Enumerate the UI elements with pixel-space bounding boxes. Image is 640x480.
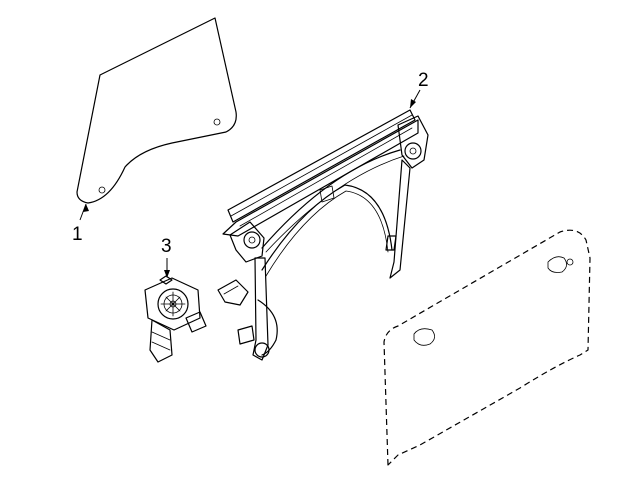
door-panel-outline bbox=[383, 229, 591, 466]
arrow-head-3 bbox=[164, 270, 170, 278]
callout-3: 3 bbox=[161, 236, 172, 278]
arrow-head-2 bbox=[410, 99, 416, 108]
door-glass-part bbox=[76, 17, 237, 204]
callout-label-1: 1 bbox=[72, 224, 83, 245]
arrow-head-1 bbox=[83, 204, 89, 212]
callout-1: 1 bbox=[72, 203, 89, 245]
callout-2: 2 bbox=[409, 70, 429, 109]
callout-label-2: 2 bbox=[418, 70, 429, 91]
callout-label-3: 3 bbox=[161, 236, 172, 257]
window-regulator-part bbox=[217, 109, 429, 361]
window-motor-part bbox=[144, 275, 207, 363]
